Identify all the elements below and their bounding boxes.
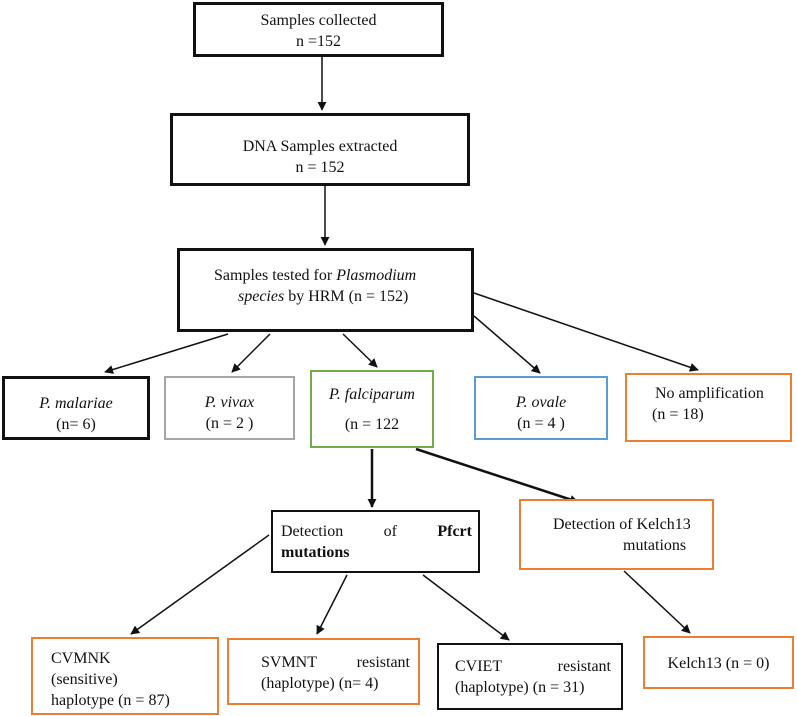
species-name-falciparum: P. falciparum bbox=[329, 386, 415, 403]
pfcrt-detection-line1: Detection of Pfcrt bbox=[281, 521, 472, 542]
arrow-tested-to-malariae bbox=[104, 333, 229, 374]
kelch13-result-box: Kelch13 (n = 0) bbox=[643, 636, 794, 689]
hrm-testing-box: Samples tested for Plasmodium species by… bbox=[177, 248, 474, 332]
cvmnk-name: CVMNK bbox=[51, 650, 111, 667]
svmnt-name: SVMNT bbox=[261, 654, 318, 671]
pfcrt-of-word: of bbox=[383, 523, 397, 540]
dna-extracted-title: DNA Samples extracted bbox=[242, 138, 398, 155]
samples-collected-title: Samples collected bbox=[260, 12, 377, 29]
species-box-falciparum: P. falciparum (n = 122 bbox=[310, 370, 434, 448]
cviet-line1: CVIET resistant bbox=[455, 656, 611, 677]
kelch13-detection-line1: Detection of Kelch13 bbox=[553, 516, 691, 533]
cviet-status: resistant bbox=[557, 658, 611, 675]
samples-collected-box: Samples collected n =152 bbox=[193, 2, 444, 57]
kelch13-detection-line2: mutations bbox=[623, 537, 687, 554]
hrm-testing-prefix: Samples tested for bbox=[214, 267, 333, 284]
svmnt-line1: SVMNT resistant bbox=[261, 652, 410, 673]
species-name-ovale: P. ovale bbox=[515, 394, 567, 411]
svmnt-status: resistant bbox=[356, 654, 410, 671]
dna-extracted-count: n = 152 bbox=[295, 159, 345, 176]
species-name-malariae: P. malariae bbox=[39, 395, 113, 412]
arrow-tested-to-vivax bbox=[231, 333, 271, 373]
species-count-ovale: (n = 4 ) bbox=[517, 415, 565, 432]
arrow-pfcrt-to-cvmnk bbox=[130, 534, 270, 635]
species-box-malariae: P. malariae (n= 6) bbox=[2, 376, 150, 440]
hrm-testing-line1: Samples tested for Plasmodium bbox=[214, 265, 471, 286]
arrow-tested-to-falciparum bbox=[342, 333, 378, 368]
arrow-falciparum-to-kelch bbox=[415, 447, 579, 504]
arrow-pfcrt-to-cviet bbox=[422, 574, 510, 641]
hrm-testing-species-word: species bbox=[238, 288, 285, 305]
cviet-count: (haplotype) (n = 31) bbox=[455, 679, 585, 696]
svmnt-count: (haplotype) (n= 4) bbox=[261, 675, 379, 692]
pfcrt-detection-box: Detection of Pfcrt mutations bbox=[271, 510, 480, 573]
species-count-vivax: (n = 2 ) bbox=[205, 415, 254, 432]
cvmnk-count: haplotype (n = 87) bbox=[51, 692, 170, 709]
hrm-testing-line2: species by HRM (n = 152) bbox=[214, 286, 471, 307]
pfcrt-mutations-word: mutations bbox=[281, 544, 350, 561]
species-box-vivax: P. vivax (n = 2 ) bbox=[164, 376, 295, 440]
samples-collected-count: n =152 bbox=[295, 33, 342, 50]
cviet-haplotype-box: CVIET resistant (haplotype) (n = 31) bbox=[437, 643, 623, 710]
hrm-testing-suffix: by HRM (n = 152) bbox=[288, 288, 409, 305]
cvmnk-haplotype-box: CVMNK (sensitive) haplotype (n = 87) bbox=[31, 637, 219, 715]
cviet-name: CVIET bbox=[455, 658, 503, 675]
arrow-kelch-to-kelch13 bbox=[623, 570, 691, 634]
arrow-tested-to-no-amplification bbox=[473, 292, 699, 372]
no-amplification-box: No amplification (n = 18) bbox=[625, 373, 792, 442]
pfcrt-detection-word: Detection bbox=[281, 523, 344, 540]
pfcrt-gene-name: Pfcrt bbox=[437, 523, 472, 540]
species-count-falciparum: (n = 122 bbox=[344, 416, 400, 433]
no-amplification-label: No amplification bbox=[655, 385, 764, 402]
kelch13-result-label: Kelch13 (n = 0) bbox=[667, 655, 770, 672]
hrm-testing-genus: Plasmodium bbox=[336, 267, 417, 284]
arrow-pfcrt-to-svmnt bbox=[316, 574, 348, 635]
species-box-ovale: P. ovale (n = 4 ) bbox=[474, 376, 608, 440]
dna-extracted-box: DNA Samples extracted n = 152 bbox=[170, 113, 470, 186]
species-count-malariae: (n= 6) bbox=[56, 416, 96, 433]
arrow-tested-to-ovale bbox=[473, 315, 541, 374]
no-amplification-count: (n = 18) bbox=[652, 406, 704, 423]
svmnt-haplotype-box: SVMNT resistant (haplotype) (n= 4) bbox=[227, 638, 420, 705]
species-name-vivax: P. vivax bbox=[204, 394, 255, 411]
cvmnk-status: (sensitive) bbox=[51, 671, 118, 688]
kelch13-detection-box: Detection of Kelch13 mutations bbox=[519, 499, 714, 570]
